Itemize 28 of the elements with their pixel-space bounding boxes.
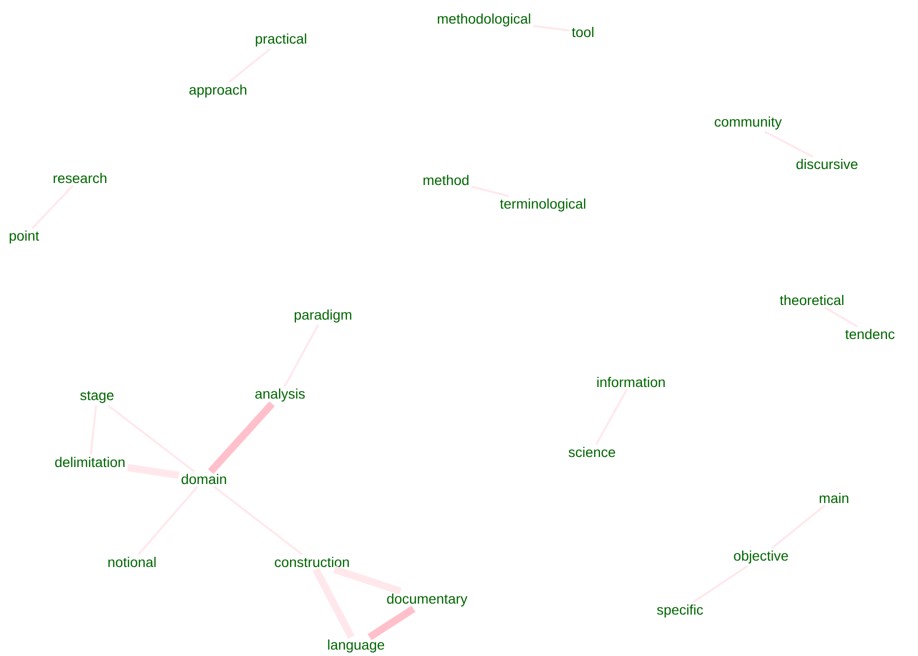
link-line: [368, 606, 416, 640]
word-label: notional: [108, 556, 156, 568]
word-label: information: [597, 376, 665, 388]
word-label: research: [54, 172, 106, 184]
word-label: community: [714, 116, 782, 130]
word-label: practical: [256, 33, 306, 47]
word-label: method: [424, 174, 468, 186]
word-label: theoretical: [780, 294, 844, 306]
word-label: tool: [572, 26, 594, 38]
word-label: approach: [189, 84, 246, 98]
word-label: stage: [80, 391, 114, 403]
link-line: [208, 401, 275, 474]
word-label: objective: [734, 550, 788, 564]
word-label: discursive: [796, 158, 858, 170]
word-label: domain: [182, 474, 226, 484]
word-label: terminological: [500, 198, 586, 212]
word-label: methodological: [438, 13, 530, 27]
word-label: main: [820, 492, 848, 504]
word-label: science: [568, 446, 616, 458]
word-label: point: [10, 230, 40, 244]
word-label: documentary: [387, 593, 468, 607]
word-label: analysis: [255, 388, 305, 402]
word-label: delimitation: [55, 456, 124, 468]
word-label: language: [328, 639, 384, 653]
word-label: specific: [657, 604, 703, 618]
word-label: tendenc: [845, 328, 895, 340]
word-label: paradigm: [294, 309, 352, 323]
word-label: construction: [274, 556, 349, 568]
